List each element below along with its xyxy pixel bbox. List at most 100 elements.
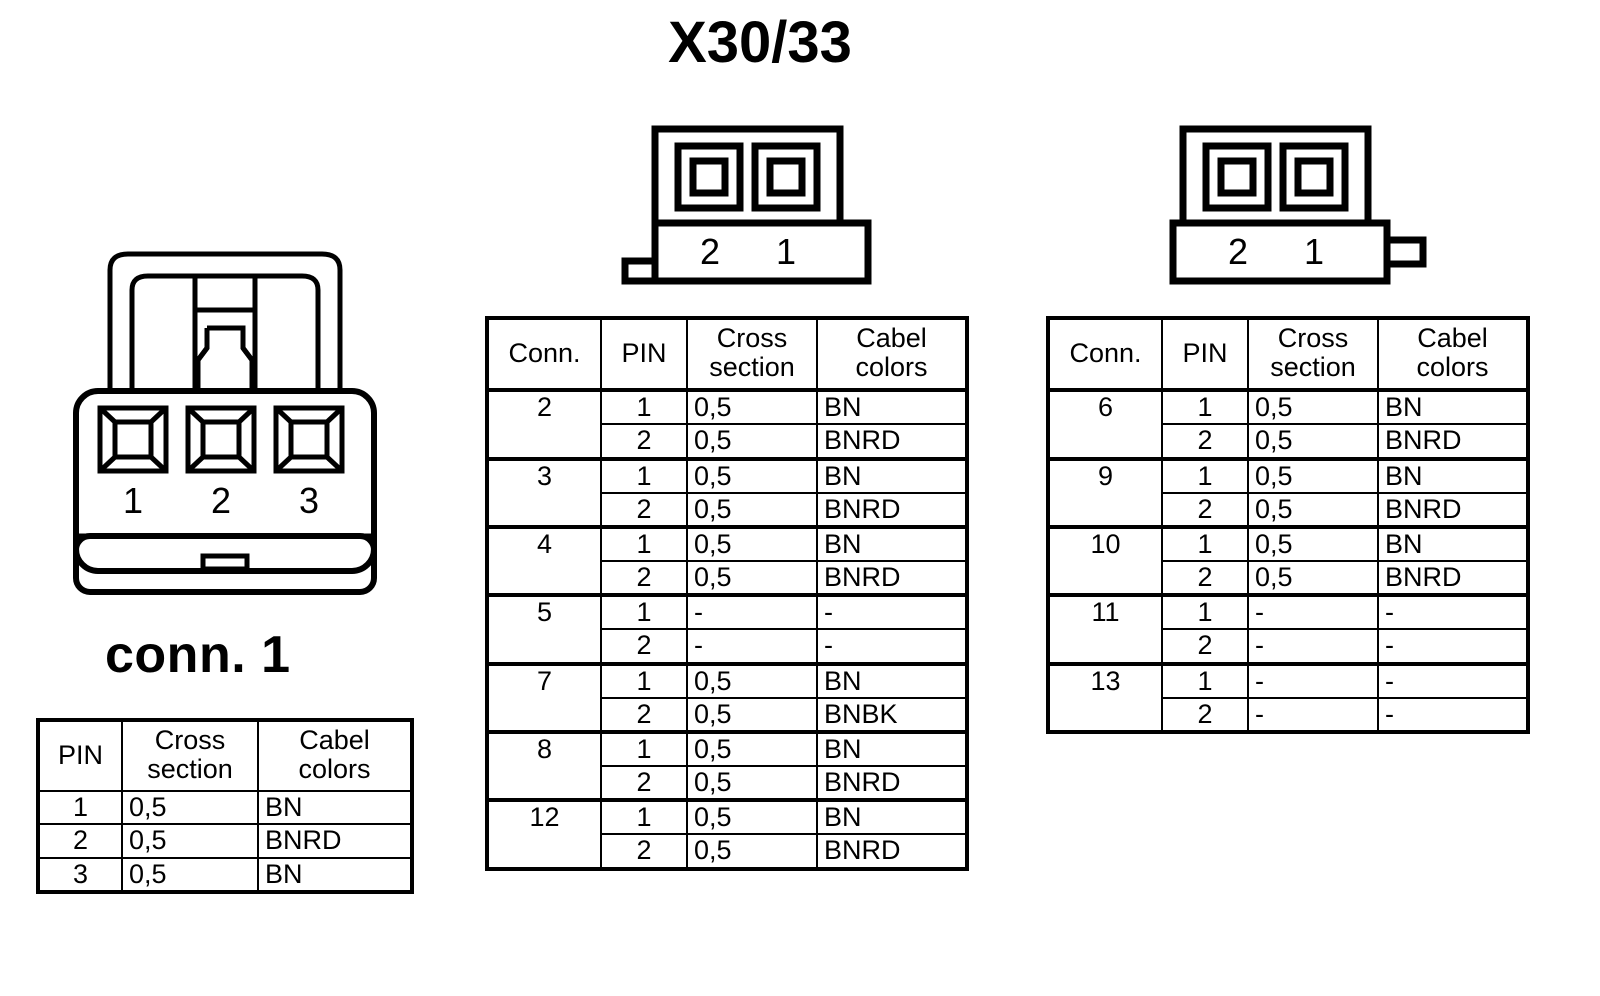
col-header-pin: PIN (600, 316, 688, 392)
cell-conn: 9 (1047, 456, 1163, 528)
cell-pin: 1 (1161, 456, 1249, 494)
table-row: 2-- (1048, 696, 1529, 733)
cell-cross-section: 0,5 (1247, 388, 1379, 426)
cell-pin: 2 (37, 823, 123, 859)
right-connector-pin-label-2: 2 (1228, 231, 1248, 272)
cell-pin: 1 (600, 661, 688, 699)
cell-cross-section: 0,5 (686, 388, 818, 426)
cell-cross-section: - (1247, 661, 1379, 699)
col-header-cross-line2: section (147, 754, 233, 785)
cell-pin: 1 (1161, 593, 1249, 631)
cell-cabel-colors: - (1377, 593, 1529, 631)
cell-cabel-colors: - (1377, 628, 1529, 665)
cell-pin: 2 (600, 696, 688, 733)
cell-pin: 1 (600, 456, 688, 494)
cell-cross-section: 0,5 (686, 524, 818, 563)
right-connector-pin-label-1: 1 (1304, 231, 1324, 272)
cell-cabel-colors: BN (816, 729, 968, 768)
cell-pin: 2 (1161, 560, 1249, 597)
cell-pin: 1 (1161, 388, 1249, 426)
cell-cabel-colors: - (1377, 661, 1529, 699)
cell-cross-section: 0,5 (1247, 423, 1379, 460)
cell-conn: 13 (1047, 661, 1163, 733)
col-header-cabel-line1: Cabel (299, 725, 370, 755)
col-header-cross-line1: Cross (716, 323, 788, 353)
left-connector-label: conn. 1 (105, 626, 291, 684)
cell-cabel-colors: - (1377, 696, 1529, 733)
cell-cross-section: 0,5 (686, 661, 818, 699)
col-header-conn: Conn. (1047, 316, 1163, 392)
cell-cross-section: - (686, 593, 818, 631)
cell-pin: 2 (1161, 423, 1249, 460)
col-header-pin: PIN (1161, 316, 1249, 392)
cell-cross-section: 0,5 (686, 729, 818, 768)
cell-cross-section: 0,5 (686, 765, 818, 802)
cell-pin: 1 (600, 798, 688, 836)
table-row: 1 0,5 BN (37, 790, 413, 826)
cell-cabel-colors: BNRD (1377, 560, 1529, 597)
cell-pin: 2 (600, 423, 688, 460)
cell-cabel-colors: BNRD (816, 833, 968, 870)
cell-cabel-colors: BN (1377, 388, 1529, 426)
middle-connector-drawing: 2 1 (600, 118, 880, 293)
cell-conn: 8 (486, 729, 602, 802)
cell-pin: 2 (600, 765, 688, 802)
cell-cabel-colors: BN (816, 661, 968, 699)
cell-conn: 7 (486, 661, 602, 733)
cell-pin: 1 (37, 790, 123, 826)
cell-cabel-colors: BN (816, 456, 968, 494)
cell-cross-section: 0,5 (686, 833, 818, 870)
2-pin-connector-left-tab-icon: 2 1 (621, 125, 872, 285)
cell-conn: 2 (486, 388, 602, 460)
col-header-cabel-line1: Cabel (1417, 323, 1488, 353)
cell-cabel-colors: BNRD (1377, 423, 1529, 460)
left-connector-pin-label-1: 1 (123, 480, 143, 521)
conn1-table-body: 1 0,5 BN 2 0,5 BNRD 3 0,5 BN (37, 790, 413, 893)
cell-pin: 1 (600, 388, 688, 426)
left-connector-pin-label-3: 3 (299, 480, 319, 521)
left-connector-pin-label-2: 2 (211, 480, 231, 521)
cell-cross-section: 0,5 (1247, 560, 1379, 597)
cell-cross-section: 0,5 (121, 790, 259, 826)
col-header-cross-line1: Cross (154, 725, 226, 755)
cell-pin: 2 (600, 833, 688, 870)
cell-cross-section: - (1247, 696, 1379, 733)
cell-conn: 10 (1047, 524, 1163, 597)
cell-cross-section: 0,5 (1247, 456, 1379, 494)
cell-cabel-colors: BNRD (816, 423, 968, 460)
cell-cross-section: - (686, 628, 818, 665)
cell-cabel-colors: BN (816, 388, 968, 426)
col-header-cross-section: Cross section (1247, 316, 1379, 392)
col-header-cabel-colors: Cabel colors (816, 316, 968, 392)
col-header-pin: PIN (37, 718, 123, 793)
cell-cabel-colors: BNRD (816, 560, 968, 597)
col-header-cross-line2: section (1270, 352, 1356, 383)
col-header-cross-section: Cross section (121, 718, 259, 793)
3-pin-connector-icon: 1 2 3 (73, 251, 377, 595)
cell-pin: 2 (1161, 491, 1249, 528)
right-connector-drawing: 2 1 (1165, 118, 1445, 293)
col-header-cabel-colors: Cabel colors (1377, 316, 1529, 392)
cell-conn: 12 (486, 798, 602, 870)
cell-conn: 6 (1047, 388, 1163, 460)
cell-conn: 11 (1047, 593, 1163, 665)
cell-cabel-colors: BNBK (816, 696, 968, 733)
col-header-conn: Conn. (486, 316, 602, 392)
cell-cabel-colors: - (816, 628, 968, 665)
cell-pin: 2 (600, 491, 688, 528)
cell-cabel-colors: BN (257, 856, 413, 893)
cell-cross-section: 0,5 (1247, 524, 1379, 563)
col-header-cabel-line2: colors (1416, 352, 1489, 383)
